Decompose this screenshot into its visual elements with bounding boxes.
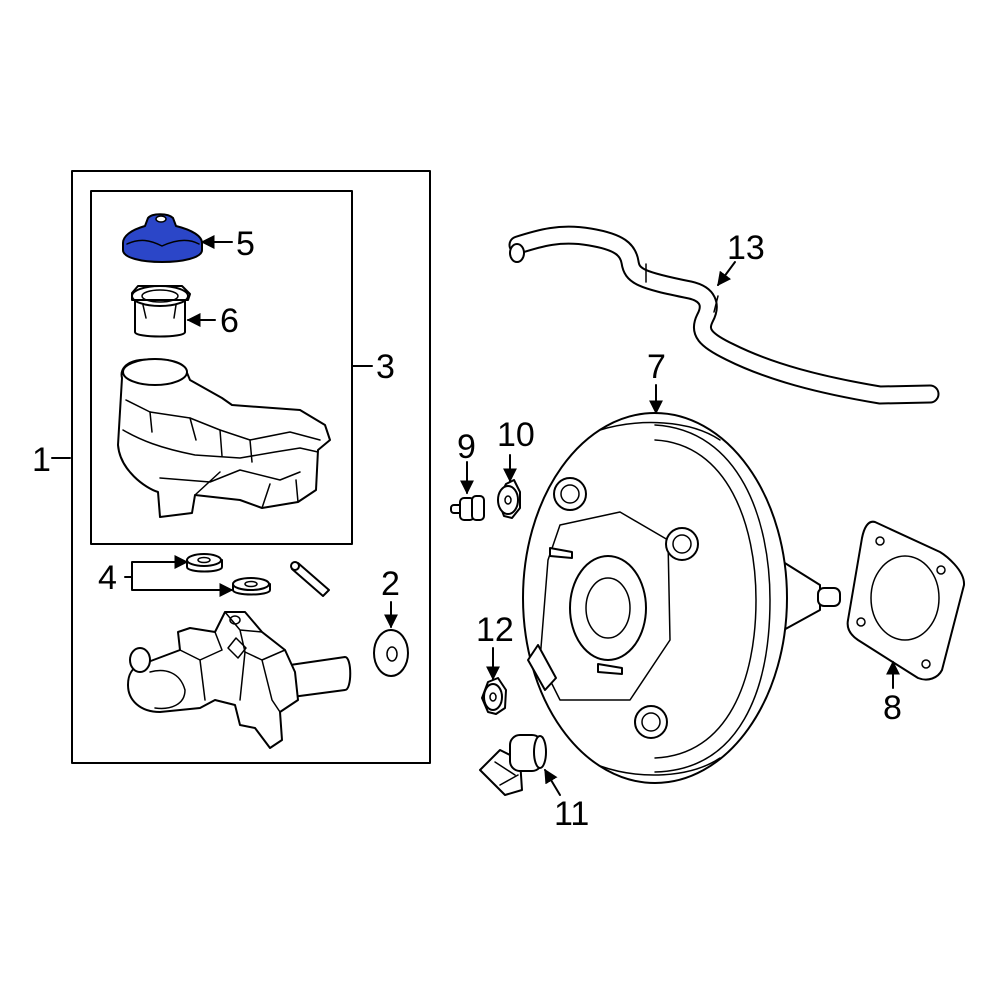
callout-7: 7 — [647, 348, 666, 386]
callout-10: 10 — [497, 416, 535, 454]
grommet-lower-part[interactable] — [232, 577, 271, 596]
reservoir-group-box — [90, 190, 353, 545]
callout-2: 2 — [381, 565, 400, 603]
booster-lower-grommet-part[interactable] — [481, 677, 507, 715]
reservoir-cap-part[interactable] — [122, 213, 203, 263]
callout-12: 12 — [476, 611, 514, 649]
pin-part[interactable] — [290, 561, 330, 597]
booster-grommet-part[interactable] — [497, 479, 521, 519]
reservoir-strainer-part[interactable] — [131, 285, 191, 338]
gasket-part[interactable] — [846, 520, 966, 681]
vacuum-sensor-part[interactable] — [479, 734, 547, 796]
reservoir-tank-part[interactable] — [117, 358, 331, 518]
callout-5: 5 — [236, 225, 255, 263]
master-cylinder-group-box — [71, 170, 431, 764]
callout-13: 13 — [727, 229, 765, 267]
callout-1: 1 — [32, 441, 51, 479]
leader-lines — [51, 235, 900, 796]
master-cylinder-body-part[interactable] — [127, 611, 352, 749]
callout-8: 8 — [883, 689, 902, 727]
check-valve-part[interactable] — [450, 495, 485, 521]
callout-6: 6 — [220, 302, 239, 340]
vacuum-hose-part[interactable] — [508, 225, 940, 405]
callout-3: 3 — [376, 348, 395, 386]
callout-11: 11 — [554, 795, 589, 833]
washer-part[interactable] — [373, 629, 409, 677]
callout-4: 4 — [98, 559, 117, 597]
grommet-upper-part[interactable] — [186, 553, 223, 573]
callout-9: 9 — [457, 428, 476, 466]
brake-booster-part[interactable] — [522, 412, 841, 784]
